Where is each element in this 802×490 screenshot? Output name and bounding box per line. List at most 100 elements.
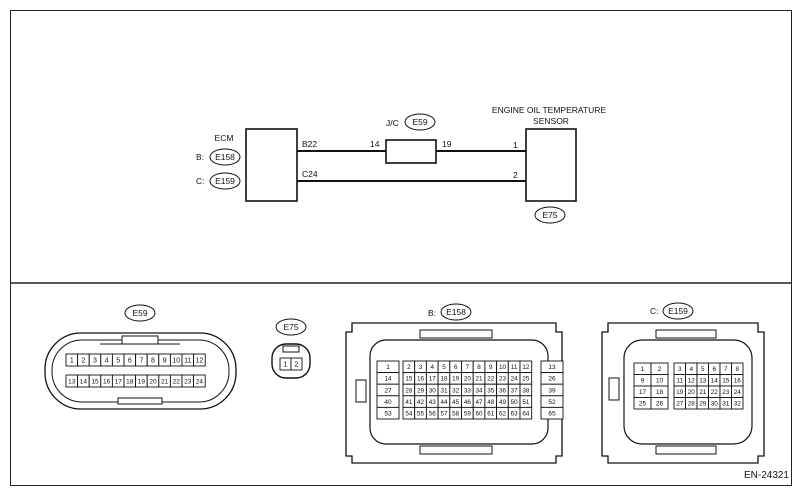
pin-number: 35 bbox=[487, 387, 495, 394]
pin-number: 23 bbox=[722, 389, 730, 396]
e158-badge bbox=[440, 303, 472, 321]
schematic: ECM B: E158 C: E159 B22 C24 14 19 1 2 J/… bbox=[196, 105, 606, 224]
pin-number: 14 bbox=[711, 378, 719, 385]
pin-label-c24: C24 bbox=[302, 169, 318, 179]
pin-cell bbox=[650, 397, 669, 410]
pin-number: 14 bbox=[384, 376, 392, 383]
pin-number: 22 bbox=[487, 376, 495, 383]
pin-number: 9 bbox=[641, 378, 645, 385]
sensor-label-line2: SENSOR bbox=[533, 116, 569, 126]
pin-number: 38 bbox=[522, 387, 530, 394]
pin-number: 44 bbox=[440, 399, 448, 406]
pin-number: 11 bbox=[184, 358, 191, 365]
pin-number: 1 bbox=[386, 364, 390, 371]
pin-label-jc-19: 19 bbox=[442, 139, 452, 149]
pin-number: 18 bbox=[656, 389, 664, 396]
ecm-connector-c-badge bbox=[209, 172, 241, 190]
pin-number: 15 bbox=[722, 378, 730, 385]
pin-number: 27 bbox=[676, 401, 684, 408]
pin-number: 25 bbox=[639, 401, 647, 408]
pin-number: 15 bbox=[91, 378, 99, 385]
pin-number: 46 bbox=[464, 399, 472, 406]
pin-number: 31 bbox=[440, 387, 448, 394]
pin-number: 47 bbox=[476, 399, 484, 406]
e158-latch-top bbox=[419, 329, 493, 339]
pin-number: 17 bbox=[429, 376, 437, 383]
pin-number: 13 bbox=[699, 378, 707, 385]
pin-number: 24 bbox=[196, 378, 204, 385]
jc-box bbox=[385, 139, 437, 164]
pin-number: 24 bbox=[511, 376, 519, 383]
pin-number: 58 bbox=[452, 410, 460, 417]
pin-number: 25 bbox=[522, 376, 530, 383]
pin-number: 17 bbox=[639, 389, 647, 396]
pin-number: 18 bbox=[440, 376, 448, 383]
e59-housing-inner bbox=[51, 339, 230, 403]
pin-number: 8 bbox=[151, 358, 155, 365]
pin-number: 23 bbox=[499, 376, 507, 383]
pin-number: 2 bbox=[294, 360, 298, 369]
e158-code: E158 bbox=[446, 307, 466, 317]
pin-number: 16 bbox=[417, 376, 425, 383]
pin-number: 4 bbox=[105, 358, 109, 365]
pin-number: 34 bbox=[476, 387, 484, 394]
pin-number: 48 bbox=[487, 399, 495, 406]
pin-cell bbox=[376, 406, 400, 420]
pin-number: 19 bbox=[676, 389, 684, 396]
pin-number: 12 bbox=[196, 358, 204, 365]
pin-number: 1 bbox=[283, 360, 287, 369]
ecm-connector-c-code: E159 bbox=[215, 176, 235, 186]
pin-cell bbox=[290, 357, 303, 371]
pin-number: 11 bbox=[676, 378, 683, 385]
pin-number: 19 bbox=[138, 378, 146, 385]
e159-latch-bottom bbox=[655, 445, 717, 455]
pin-number: 56 bbox=[429, 410, 437, 417]
pin-label-sensor-2: 2 bbox=[513, 170, 518, 180]
pin-number: 12 bbox=[688, 378, 696, 385]
pin-number: 65 bbox=[548, 411, 556, 418]
pin-number: 3 bbox=[678, 366, 682, 373]
pin-number: 9 bbox=[163, 358, 167, 365]
pin-number: 3 bbox=[419, 364, 423, 371]
figure-id: EN-24321 bbox=[744, 470, 789, 481]
pin-number: 49 bbox=[499, 399, 507, 406]
pin-number: 60 bbox=[476, 410, 484, 417]
pin-number: 64 bbox=[522, 410, 530, 417]
pin-number: 55 bbox=[417, 410, 425, 417]
pin-label-jc-14: 14 bbox=[370, 139, 380, 149]
pin-number: 51 bbox=[522, 399, 530, 406]
pin-number: 4 bbox=[430, 364, 434, 371]
pin-number: 21 bbox=[476, 376, 484, 383]
pin-number: 61 bbox=[487, 410, 495, 417]
e59-key-bottom bbox=[117, 397, 163, 405]
pin-number: 59 bbox=[464, 410, 472, 417]
pin-cell bbox=[519, 406, 533, 420]
pin-number: 2 bbox=[658, 366, 662, 373]
pin-number: 16 bbox=[103, 378, 111, 385]
pin-number: 39 bbox=[548, 387, 556, 394]
pin-number: 17 bbox=[115, 378, 123, 385]
sensor-label-line1: ENGINE OIL TEMPERATURE bbox=[492, 105, 606, 115]
pin-cell bbox=[540, 406, 564, 420]
pin-number: 32 bbox=[452, 387, 460, 394]
ecm-connector-b-code: E158 bbox=[215, 152, 235, 162]
pin-number: 29 bbox=[417, 387, 425, 394]
pin-number: 63 bbox=[511, 410, 519, 417]
pin-number: 6 bbox=[712, 366, 716, 373]
pin-cell bbox=[193, 353, 206, 367]
pin-number: 28 bbox=[405, 387, 413, 394]
pin-number: 26 bbox=[548, 376, 556, 383]
pin-number: 8 bbox=[735, 366, 739, 373]
e59-key-top bbox=[121, 335, 159, 345]
pin-number: 30 bbox=[429, 387, 437, 394]
pin-number: 10 bbox=[172, 358, 180, 365]
pin-number: 6 bbox=[454, 364, 458, 371]
pin-cell bbox=[193, 374, 206, 388]
e159-code: E159 bbox=[668, 306, 688, 316]
e159-latch-top bbox=[655, 329, 717, 339]
pin-number: 18 bbox=[126, 378, 134, 385]
pin-number: 62 bbox=[499, 410, 507, 417]
pin-number: 40 bbox=[384, 399, 392, 406]
